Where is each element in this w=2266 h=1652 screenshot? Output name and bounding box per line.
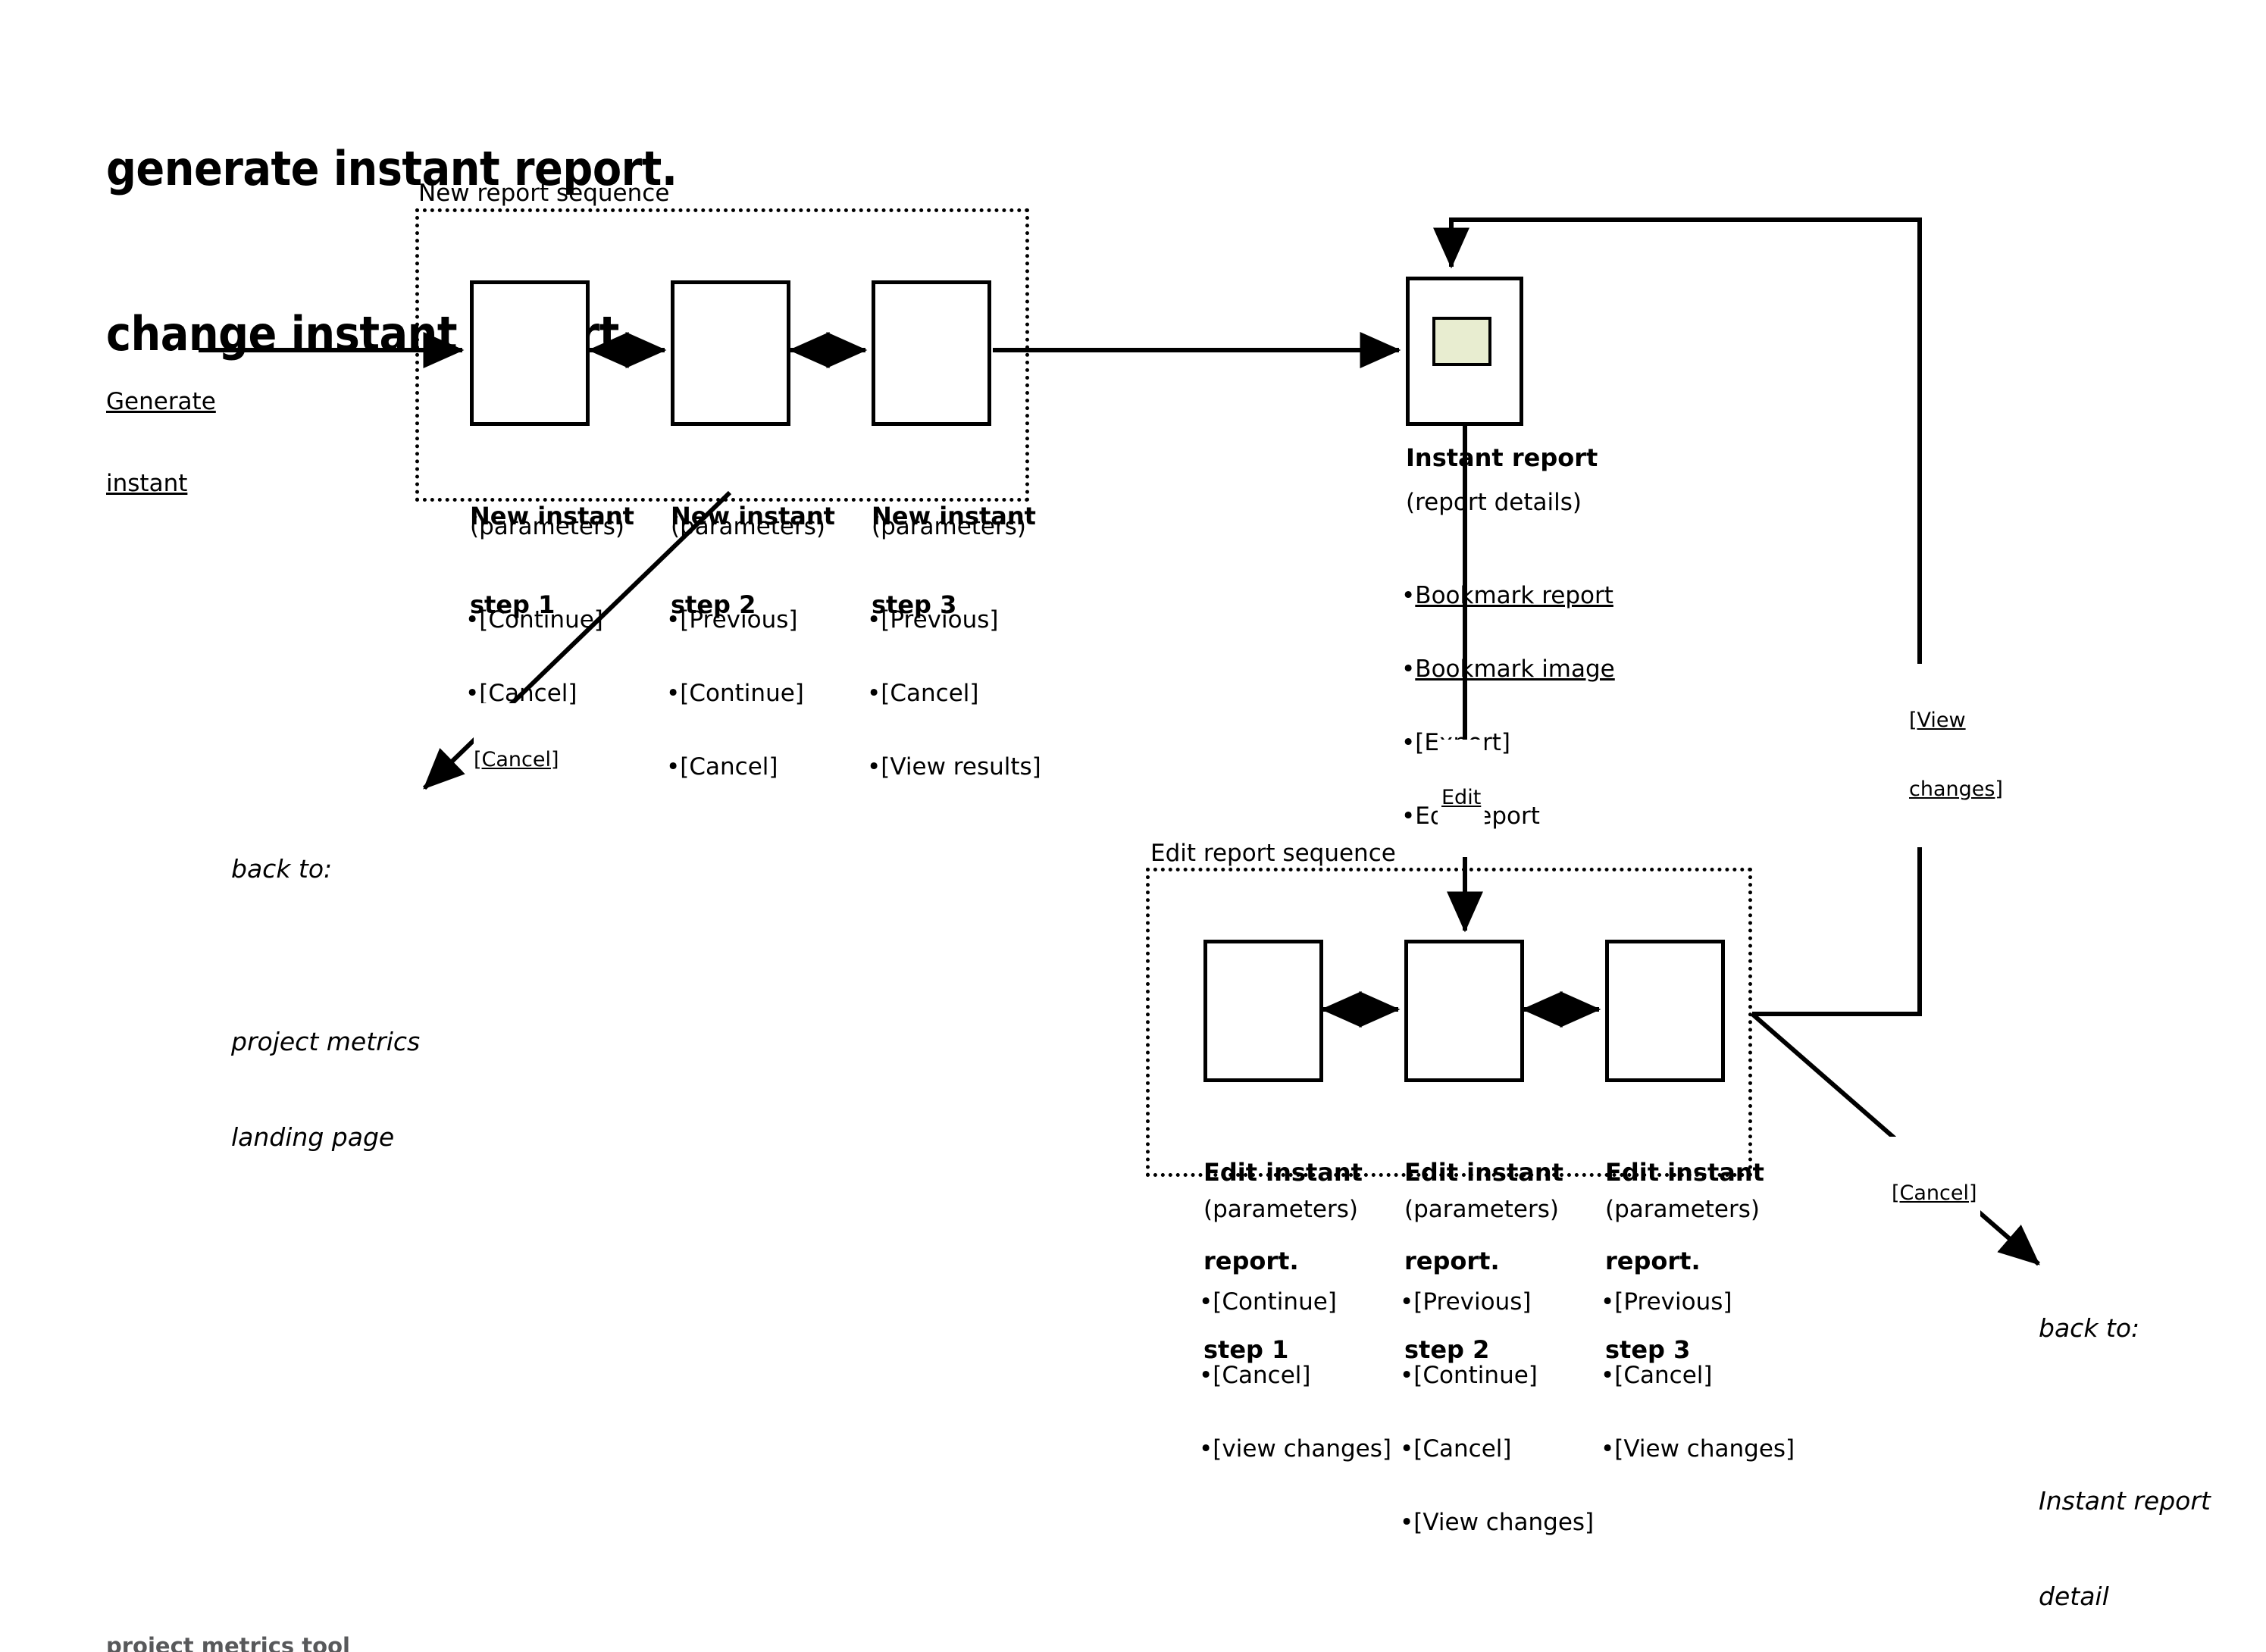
node-edit-step-3-parameters: (parameters) (1605, 1196, 1760, 1223)
report-thumbnail-swatch (1432, 317, 1491, 366)
action-item[interactable]: [Cancel] (666, 755, 804, 779)
action-item[interactable]: [View changes] (1400, 1510, 1594, 1534)
edge-label-cancel-text: [Cancel] (474, 748, 559, 772)
edge-label-cancel-new-sequence[interactable]: [Cancel] (474, 703, 559, 818)
action-label: Bookmark report (1415, 582, 1613, 610)
node-edit-step-3-line-1: Edit instant (1605, 1158, 1764, 1187)
page-title: generate instant report. change instant … (106, 32, 678, 471)
back-to-target-line-2: landing page (231, 1122, 395, 1153)
edge-label-view-changes[interactable]: [View changes] (1906, 664, 2006, 847)
action-item[interactable]: [Continue] (1400, 1363, 1594, 1388)
action-item[interactable]: [Previous] (666, 608, 804, 632)
edge-label-view-changes-line-2: changes] (1909, 778, 2003, 802)
edit-report-sequence-caption: Edit report sequence (1150, 840, 1396, 867)
back-to-instant-report-detail: back to: Instant report detail (no chang… (2039, 1249, 2211, 1652)
edge-label-cancel-edit-text: [Cancel] (1892, 1181, 1977, 1206)
node-instant-report-actions: Bookmark report Bookmark image [Export] … (1401, 535, 1615, 877)
node-edit-step-2-parameters: (parameters) (1404, 1196, 1559, 1223)
action-item[interactable]: [Cancel] (867, 681, 1041, 706)
node-edit-instant-report-step-1[interactable] (1203, 940, 1323, 1082)
node-edit-step-3-line-2: report. (1605, 1247, 1701, 1276)
node-new-instant-step-1-parameters: (parameters) (470, 513, 624, 540)
action-item[interactable]: [Previous] (1601, 1290, 1795, 1314)
back-to-heading: back to: (231, 854, 333, 884)
node-new-instant-step-3-actions: [Previous] [Cancel] [View results] (867, 559, 1041, 828)
node-edit-step-1-line-2: report. (1203, 1247, 1299, 1276)
action-item[interactable]: [view changes] (1199, 1437, 1391, 1461)
back-to-project-metrics-landing-page: back to: project metrics landing page (231, 790, 420, 1218)
action-item-bookmark-report[interactable]: Bookmark report (1401, 584, 1615, 608)
node-instant-report-label: Instant report (1406, 443, 1598, 472)
node-edit-step-2-actions: [Previous] [Continue] [Cancel] [View cha… (1400, 1241, 1594, 1583)
action-item[interactable]: [Cancel] (1400, 1437, 1594, 1461)
action-label: Bookmark image (1415, 655, 1615, 684)
node-edit-step-1-parameters: (parameters) (1203, 1196, 1358, 1223)
node-edit-step-3-line-3: step 3 (1605, 1335, 1691, 1365)
node-new-instant-step-1-actions: [Continue] [Cancel] (465, 559, 603, 755)
entry-label-line-2: instant (106, 470, 188, 497)
edge-label-view-changes-line-1: [View (1909, 709, 1966, 733)
node-edit-instant-report-step-2[interactable] (1404, 940, 1524, 1082)
entry-point-generate-instant[interactable]: Generate instant (106, 333, 216, 552)
edit-report-sequence-container (1146, 868, 1752, 1177)
node-new-instant-step-2-parameters: (parameters) (671, 513, 825, 540)
node-edit-step-2-line-2: report. (1404, 1247, 1500, 1276)
action-item[interactable]: [Continue] (666, 681, 804, 706)
node-edit-step-3-actions: [Previous] [Cancel] [View changes] (1601, 1241, 1795, 1510)
action-item[interactable]: [View changes] (1601, 1437, 1795, 1461)
entry-label-line-1: Generate (106, 388, 216, 415)
node-edit-step-1-line-3: step 1 (1203, 1335, 1289, 1365)
action-item[interactable]: [View results] (867, 755, 1041, 779)
node-edit-step-2-line-3: step 2 (1404, 1335, 1490, 1365)
edge-label-edit[interactable]: Edit (1438, 740, 1485, 858)
node-edit-step-1-actions: [Continue] [Cancel] [view changes] (1199, 1241, 1391, 1510)
node-new-instant-step-1[interactable] (470, 280, 590, 426)
edge-view-changes-loop (1433, 217, 1922, 1016)
node-new-instant-step-3[interactable] (872, 280, 991, 426)
back-to-target-line-1: project metrics (231, 1026, 421, 1056)
footer-product-name: project metrics tool (106, 1633, 350, 1652)
node-new-instant-step-3-line-1: New instant (872, 502, 1036, 531)
node-edit-instant-report-step-3-label: Edit instant report. step 3 (1605, 1099, 1764, 1424)
page-title-line-1: generate instant report. (106, 141, 678, 197)
back-to-target-line-2: detail (2039, 1582, 2109, 1612)
node-edit-step-2-line-1: Edit instant (1404, 1158, 1563, 1187)
action-item-export[interactable]: [Export] (1401, 731, 1615, 755)
node-edit-instant-report-step-2-label: Edit instant report. step 2 (1404, 1099, 1563, 1424)
node-new-instant-step-3-parameters: (parameters) (872, 513, 1026, 540)
node-new-instant-step-2-actions: [Previous] [Continue] [Cancel] (666, 559, 804, 828)
back-to-heading: back to: (2039, 1313, 2140, 1344)
spacer (231, 950, 420, 962)
node-new-instant-step-2-line-1: New instant (671, 502, 835, 531)
action-item[interactable]: [Continue] (1199, 1290, 1391, 1314)
node-new-instant-step-1-line-1: New instant (470, 502, 634, 531)
spacer (2039, 1409, 2211, 1421)
node-edit-instant-report-step-1-label: Edit instant report. step 1 (1203, 1099, 1363, 1424)
action-item[interactable]: [Previous] (1400, 1290, 1594, 1314)
action-item[interactable]: [Continue] (465, 608, 603, 632)
action-item[interactable]: [Cancel] (1601, 1363, 1795, 1388)
action-item-edit-report[interactable]: Edit report (1401, 803, 1615, 828)
node-instant-report-details: (report details) (1406, 489, 1582, 516)
action-item-bookmark-image[interactable]: Bookmark image (1401, 655, 1615, 684)
action-item[interactable]: [Cancel] (465, 681, 603, 706)
node-edit-instant-report-step-3[interactable] (1605, 940, 1725, 1082)
new-report-sequence-container (415, 208, 1029, 502)
node-new-instant-step-2[interactable] (671, 280, 790, 426)
node-edit-step-1-line-1: Edit instant (1203, 1158, 1363, 1187)
new-report-sequence-caption: New report sequence (418, 180, 670, 207)
action-item[interactable]: [Cancel] (1199, 1363, 1391, 1388)
edge-cancel-edit-sequence-seg1 (1751, 1012, 1896, 1140)
edge-label-edit-text: Edit (1441, 786, 1482, 810)
action-item[interactable]: [Previous] (867, 608, 1041, 632)
footer: project metrics tool Version 1.13 (106, 1570, 350, 1652)
back-to-target-line-1: Instant report (2039, 1485, 2211, 1516)
edge-label-cancel-edit-sequence[interactable]: [Cancel] (1889, 1137, 1980, 1252)
